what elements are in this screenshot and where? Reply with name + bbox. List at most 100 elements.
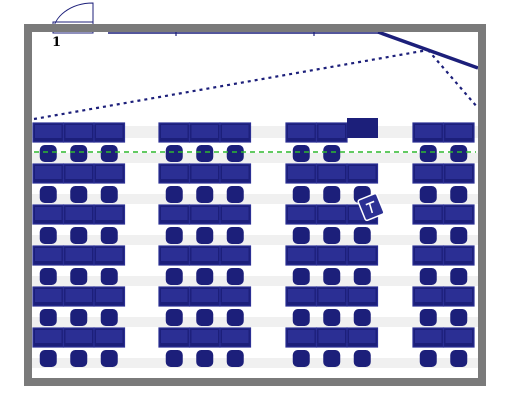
desk-top [191,330,218,343]
chair[interactable] [450,186,468,203]
aisle-band [32,317,478,327]
chair[interactable] [39,145,57,162]
chair[interactable] [100,309,118,326]
chair[interactable] [100,268,118,285]
chair[interactable] [353,309,371,326]
desk-top [415,166,442,179]
desk-top [222,248,249,261]
chair[interactable] [100,227,118,244]
chair[interactable] [100,186,118,203]
desk-top [161,330,188,343]
chair[interactable] [226,145,244,162]
chair[interactable] [196,145,214,162]
desk-top [349,289,376,302]
chair[interactable] [70,350,88,367]
desk-top [65,166,92,179]
chair[interactable] [450,227,468,244]
chair[interactable] [196,309,214,326]
desk-top [161,248,188,261]
door-number: 1 [52,35,61,50]
chair[interactable] [292,350,310,367]
chair[interactable] [39,309,57,326]
desk-top [318,248,345,261]
chair[interactable] [165,186,183,203]
desk-top [65,289,92,302]
desk-top [318,207,345,220]
desk-top [349,166,376,179]
desk-top [65,248,92,261]
chair[interactable] [100,145,118,162]
desk-top [35,248,62,261]
chair[interactable] [450,350,468,367]
chair[interactable] [419,309,437,326]
chair[interactable] [196,350,214,367]
chair[interactable] [419,227,437,244]
chair[interactable] [323,268,341,285]
chair[interactable] [165,309,183,326]
chair[interactable] [323,145,341,162]
desk-top [65,125,92,138]
desk-top [318,330,345,343]
desk-top [445,125,472,138]
chair[interactable] [226,227,244,244]
chair[interactable] [70,227,88,244]
chair[interactable] [292,145,310,162]
desk-top [191,125,218,138]
podium[interactable] [347,118,378,138]
chair[interactable] [196,227,214,244]
chair[interactable] [70,145,88,162]
tilted-chair-icon[interactable] [357,192,385,222]
chair[interactable] [292,227,310,244]
desk-top [161,125,188,138]
chair[interactable] [39,350,57,367]
chair[interactable] [292,309,310,326]
seating-grid [32,122,475,367]
chair[interactable] [39,186,57,203]
desk-top [318,289,345,302]
chair[interactable] [165,268,183,285]
chair[interactable] [70,186,88,203]
chair[interactable] [323,186,341,203]
desk-top [222,125,249,138]
chair[interactable] [226,309,244,326]
chair[interactable] [165,145,183,162]
desk-top [191,207,218,220]
chair[interactable] [292,186,310,203]
chair[interactable] [165,227,183,244]
chair[interactable] [70,268,88,285]
chair[interactable] [450,268,468,285]
desk-top [415,289,442,302]
desk-top [288,207,315,220]
chair[interactable] [419,268,437,285]
chair[interactable] [353,227,371,244]
aisle-bands [32,126,478,368]
chair[interactable] [100,350,118,367]
chair[interactable] [323,350,341,367]
chair[interactable] [419,145,437,162]
chair[interactable] [353,268,371,285]
chair[interactable] [39,268,57,285]
chair[interactable] [419,186,437,203]
desk-top [35,125,62,138]
chair[interactable] [353,350,371,367]
desk-top [415,330,442,343]
chair[interactable] [39,227,57,244]
chair[interactable] [292,268,310,285]
chair[interactable] [450,145,468,162]
desk-top [288,166,315,179]
chair[interactable] [165,350,183,367]
chair[interactable] [226,186,244,203]
chair[interactable] [323,227,341,244]
chair[interactable] [196,186,214,203]
desk-top [65,207,92,220]
chair[interactable] [196,268,214,285]
chair[interactable] [226,268,244,285]
desk-top [96,289,123,302]
chair[interactable] [323,309,341,326]
chair[interactable] [450,309,468,326]
desk-top [191,166,218,179]
desk-top [445,248,472,261]
chair[interactable] [419,350,437,367]
chair[interactable] [226,350,244,367]
chair[interactable] [70,309,88,326]
